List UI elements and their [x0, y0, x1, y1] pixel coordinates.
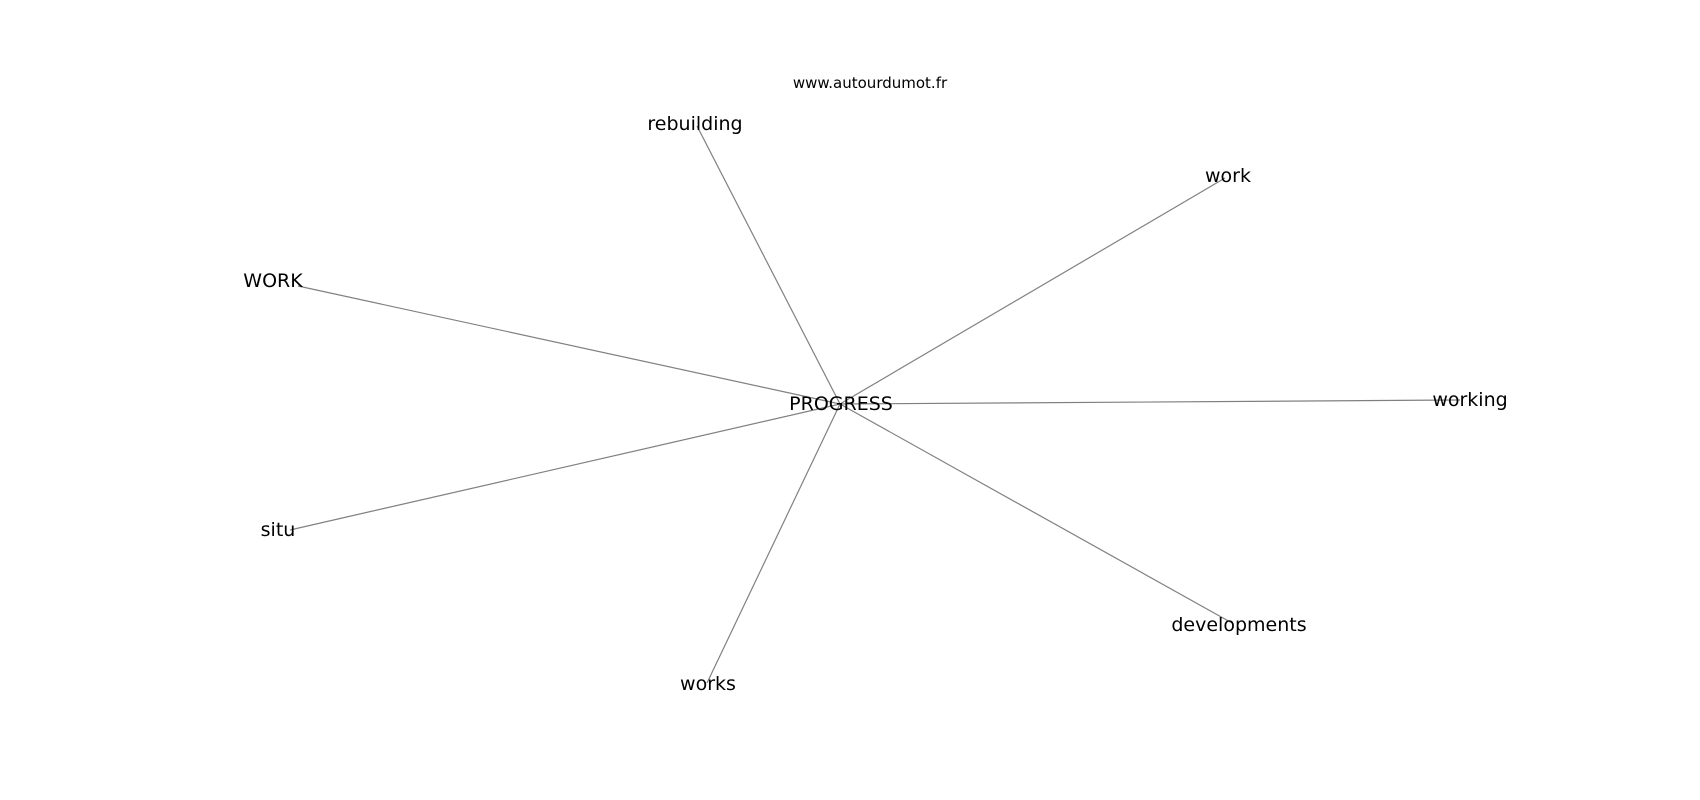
- edge-progress-work-upper: [297, 285, 841, 405]
- edge-progress-situ: [289, 403, 841, 531]
- source-watermark: www.autourdumot.fr: [793, 74, 948, 92]
- node-label-work-lower[interactable]: work: [1205, 165, 1251, 187]
- node-label-developments[interactable]: developments: [1171, 614, 1306, 636]
- node-label-situ[interactable]: situ: [261, 519, 296, 541]
- node-label-working[interactable]: working: [1432, 389, 1507, 411]
- node-label-works[interactable]: works: [680, 673, 736, 695]
- edge-progress-work-lower: [839, 177, 1226, 405]
- edge-progress-developments: [839, 403, 1233, 624]
- edges-layer: [289, 125, 1461, 684]
- edge-progress-working: [839, 399, 1461, 405]
- edge-progress-works: [706, 403, 841, 684]
- node-label-center-progress[interactable]: PROGRESS: [789, 393, 893, 415]
- edge-progress-rebuilding: [696, 125, 841, 405]
- node-label-rebuilding[interactable]: rebuilding: [647, 113, 742, 135]
- node-label-work-upper[interactable]: WORK: [243, 270, 303, 292]
